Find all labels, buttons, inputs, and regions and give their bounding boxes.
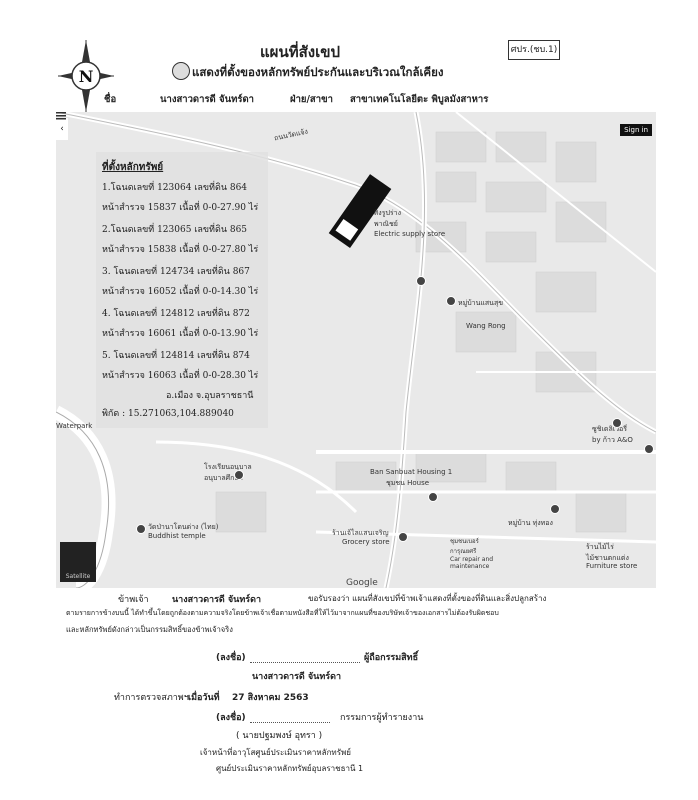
parcel-3-line-1: 3. โฉนดเลขที่ 124734 เลขที่ดิน 867 — [102, 267, 250, 277]
temple-pin-icon[interactable] — [136, 524, 146, 534]
parcel-4-line-1: 4. โฉนดเลขที่ 124812 เลขที่ดิน 872 — [102, 309, 250, 319]
parcel-5-line-2: หน้าสำรวจ 16063 เนื้อที่ 0-0-28.30 ไร่ — [102, 371, 259, 381]
furniture-label: ร้านไม้ไร่ ไม้ชานตกแต่ง — [586, 543, 629, 562]
name-label: ชื่อ — [104, 94, 117, 105]
electric-store-label: สิ่งรูปร่าง พาณิชย์ Electric supply stor… — [374, 209, 446, 238]
north-compass-icon: N — [58, 40, 114, 112]
village-label: หมู่บ้านแสนสุข — [458, 299, 504, 307]
kindergarten-label: โรงเรียนอนุบาล อนุบาลศึกษา — [204, 463, 252, 482]
grocery-sub-label: Grocery store — [342, 538, 390, 546]
road-label-wangrong: Wang Rong — [466, 322, 506, 330]
sign-2-line — [250, 722, 330, 723]
google-logo: Google — [346, 578, 378, 588]
bank-logo-icon — [172, 62, 190, 80]
date-value: 27 สิงหาคม 2563 — [232, 693, 309, 703]
sign-2-role: กรรมการผู้ทำรายงาน — [340, 713, 424, 723]
kindergarten-pin-icon[interactable] — [234, 470, 244, 480]
village-2-label: หมู่บ้าน ทุ่งทอง — [508, 519, 553, 527]
applicant-label: ข้าพเจ้า — [118, 595, 149, 605]
parcel-1-line-1: 1.โฉนดเลขที่ 123064 เลขที่ดิน 864 — [102, 183, 248, 193]
restaurant-pin-icon[interactable] — [644, 444, 654, 454]
inspect-label: ทำการตรวจสภาพฯ — [114, 693, 189, 703]
housing-pin-icon[interactable] — [428, 492, 438, 502]
office-line-1: เจ้าหน้าที่อาวุโสศูนย์ประเมินราคาหลักทรั… — [200, 748, 351, 757]
electric-store-pin-icon[interactable] — [416, 276, 426, 286]
map-menu-icon[interactable] — [56, 112, 66, 120]
housing-label: Ban Sanbuat Housing 1 — [370, 468, 453, 476]
sign-2-name: ( นายปฐมพงษ์ อุทรา ) — [236, 731, 323, 741]
sign-1-name: นางสาวดารดี จันทร์ดา — [252, 672, 342, 682]
map-sign-in-button[interactable]: Sign in — [620, 124, 652, 136]
sign-1-role: ผู้ถือกรรมสิทธิ์ — [364, 653, 419, 663]
sign-1-line — [250, 662, 360, 663]
certify-text: ขอรับรองว่า แผนที่สังเขปที่ข้าพเจ้าแสดงท… — [308, 594, 547, 603]
compass-letter: N — [79, 67, 94, 86]
temple-label: วัดป่านาโดนด่าง (ไทย) — [148, 523, 219, 531]
shop-pin-icon[interactable] — [612, 418, 622, 428]
office-line-2: ศูนย์ประเมินราคาหลักทรัพย์อุบลราชธานี 1 — [216, 764, 364, 773]
parcel-2-line-1: 2.โฉนดเลขที่ 123065 เลขที่ดิน 865 — [102, 225, 248, 235]
district-text: อ.เมือง จ.อุบลราชธานี — [166, 391, 254, 401]
waterpark-label: Waterpark — [56, 422, 93, 430]
housing-sub-label: ชุมชน House — [386, 479, 430, 487]
parcel-3-line-2: หน้าสำรวจ 16052 เนื้อที่ 0-0-14.30 ไร่ — [102, 287, 259, 297]
parcel-heading: ที่ตั้งหลักทรัพย์ — [102, 162, 164, 173]
parcel-5-line-1: 5. โฉนดเลขที่ 124814 เลขที่ดิน 874 — [102, 351, 250, 361]
certify-line-3: และหลักทรัพย์ดังกล่าวเป็นกรรมสิทธิ์ของข้… — [66, 625, 233, 634]
form-code-box: ศปร.(ชบ.1) — [508, 40, 560, 60]
furniture-sub-label: Furniture store — [586, 562, 638, 570]
map-expand-tab[interactable]: ‹ — [56, 118, 68, 140]
page-subtitle: แสดงที่ตั้งของหลักทรัพย์ประกันและบริเวณใ… — [192, 65, 444, 79]
sign-2-label: (ลงชื่อ) — [216, 713, 246, 723]
certify-line-2: ตามรายการข้างบนนี้ ได้ทำขึ้นโดยถูกต้องตา… — [66, 609, 499, 617]
community-label: ชุมชนเบอร์ การุณยศรี Car repair and main… — [450, 538, 494, 570]
village-2-pin-icon[interactable] — [550, 504, 560, 514]
subject-parcel-marker — [328, 174, 392, 249]
page-title: แผนที่สังเขป — [260, 43, 340, 61]
village-pin-icon[interactable] — [446, 296, 456, 306]
parcel-2-line-2: หน้าสำรวจ 15838 เนื้อที่ 0-0-27.80 ไร่ — [102, 245, 259, 255]
temple-sub-label: Buddhist temple — [148, 532, 206, 540]
grocery-label: ร้านเจ้ไลแสนเจริญ — [332, 529, 389, 537]
location-map[interactable]: ‹ Sign in ที่ตั้งหลักทรัพย์ 1.โฉนดเลขที่… — [56, 112, 656, 588]
dept-label: ฝ่าย/สาขา — [290, 94, 333, 105]
parcel-list-panel: ที่ตั้งหลักทรัพย์ 1.โฉนดเลขที่ 123064 เล… — [96, 152, 268, 428]
name-value: นางสาวดารดี จันทร์ดา — [160, 94, 254, 105]
parcel-1-line-2: หน้าสำรวจ 15837 เนื้อที่ 0-0-27.90 ไร่ — [102, 203, 259, 213]
date-label: เมื่อวันที่ — [188, 693, 220, 703]
sign-1-label: (ลงชื่อ) — [216, 653, 246, 663]
dept-value: สาขาเทคโนโลยีตะ พิบูลมังสาหาร — [350, 94, 489, 105]
grocery-pin-icon[interactable] — [398, 532, 408, 542]
parcel-4-line-2: หน้าสำรวจ 16061 เนื้อที่ 0-0-13.90 ไร่ — [102, 329, 259, 339]
satellite-toggle-button[interactable]: Satellite — [60, 542, 96, 582]
applicant-name: นางสาวดารดี จันทร์ดา — [172, 595, 262, 605]
coordinates-text: พิกัด : 15.271063,104.889040 — [102, 409, 234, 419]
shop-label: ซูชิเดลิเวอรี่ by ก้าว A&O — [592, 425, 633, 444]
